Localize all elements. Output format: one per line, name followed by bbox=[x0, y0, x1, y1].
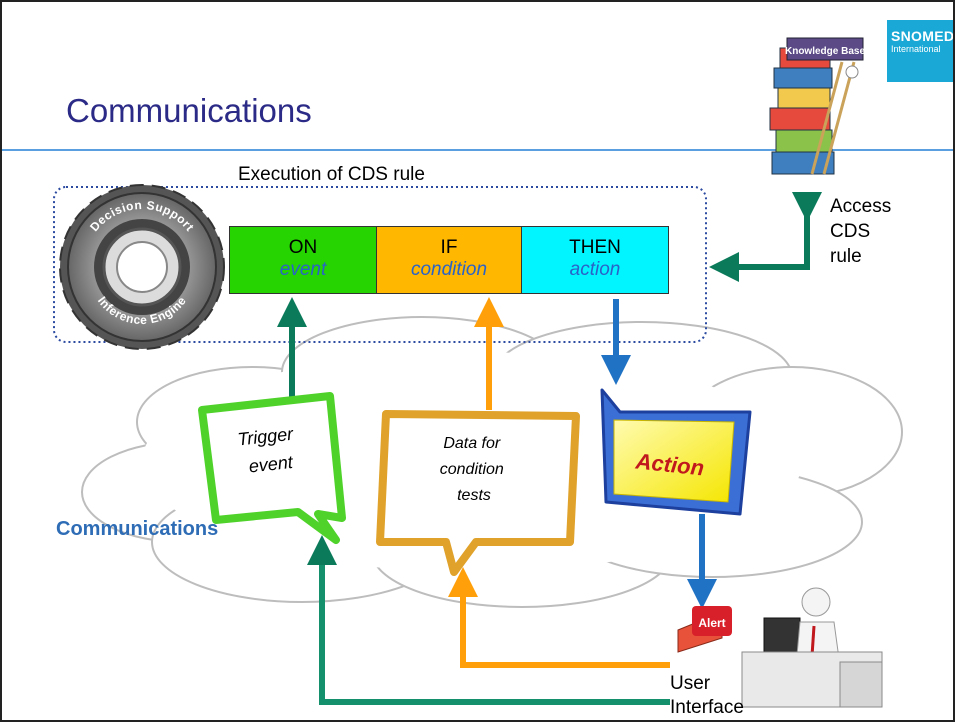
execution-label: Execution of CDS rule bbox=[238, 164, 425, 185]
communications-label: Communications bbox=[56, 518, 219, 540]
rule-if-sub: condition bbox=[410, 259, 488, 280]
rule-if-keyword: IF bbox=[440, 237, 458, 258]
svg-text:Data for condition: Data for condition tests bbox=[440, 435, 509, 504]
ui-line-1: User bbox=[670, 673, 711, 694]
user-interface-icon: Alert bbox=[677, 587, 883, 708]
data-line-2: condition bbox=[440, 461, 504, 478]
trigger-line-2: event bbox=[248, 452, 295, 477]
ui-line-2: Interface bbox=[670, 697, 744, 718]
ui-to-data-arrow bbox=[448, 567, 670, 668]
access-cds-rule-label: Access CDS rule bbox=[830, 194, 891, 269]
access-line-2: CDS bbox=[830, 221, 871, 242]
snomed-logo: SNOMED International bbox=[887, 20, 955, 82]
access-line-3: rule bbox=[830, 246, 862, 267]
knowledge-base-icon: Knowledge Base bbox=[769, 37, 865, 175]
data-line-3: tests bbox=[457, 487, 491, 504]
execution-box bbox=[53, 186, 707, 343]
rule-on-cell: ON event bbox=[229, 226, 377, 294]
data-line-1: Data for bbox=[443, 435, 501, 452]
rule-then-keyword: THEN bbox=[569, 237, 621, 258]
rule-then-cell: THEN action bbox=[521, 226, 669, 294]
ui-to-trigger-arrow bbox=[307, 535, 670, 705]
logo-name: SNOMED bbox=[891, 28, 955, 44]
trigger-event-bubble: Trigger event bbox=[198, 392, 346, 544]
logo-subtitle: International bbox=[891, 44, 941, 54]
access-line-1: Access bbox=[830, 196, 892, 217]
title-underline bbox=[2, 149, 953, 151]
rule-on-keyword: ON bbox=[288, 237, 318, 258]
gear-icon: Decision Support Inference Engine bbox=[59, 184, 225, 350]
action-bubble: Action bbox=[600, 388, 752, 516]
knowledge-base-text: Knowledge Base bbox=[785, 46, 865, 57]
rule-if-cell: IF condition bbox=[376, 226, 522, 294]
data-condition-bubble: Data for condition tests bbox=[376, 410, 580, 576]
access-rule-arrow bbox=[709, 192, 822, 282]
rule-on-sub: event bbox=[279, 259, 327, 280]
rule-then-sub: action bbox=[569, 259, 621, 280]
user-interface-label: User Interface bbox=[670, 672, 744, 720]
alert-text: Alert bbox=[698, 616, 725, 630]
slide-title: Communications bbox=[66, 92, 312, 129]
